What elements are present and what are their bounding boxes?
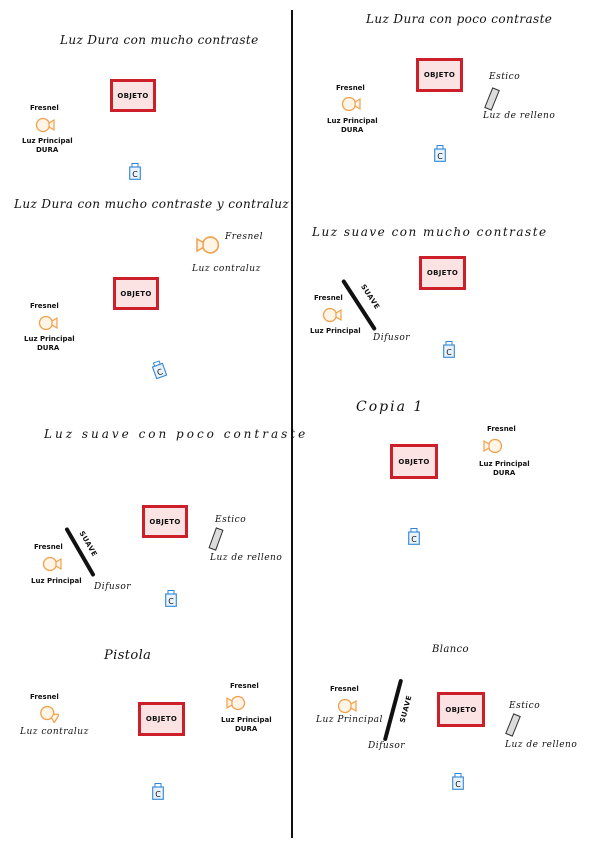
diffuser-panel: [382, 678, 404, 742]
light-name-label: Fresnel: [34, 543, 63, 551]
fresnel-backlight-icon: [196, 236, 220, 254]
object-box: OBJETO: [416, 58, 463, 92]
backlight-role-label: Luz contraluz: [20, 727, 89, 737]
camera-icon: C: [152, 783, 164, 800]
object-box: OBJETO: [142, 505, 188, 538]
light-role-label: Luz Principal: [479, 460, 530, 468]
diagram-title: Luz suave con mucho contraste: [312, 225, 548, 239]
light-name-label: Fresnel: [487, 425, 516, 433]
fresnel-backlight-icon: [39, 705, 59, 723]
fresnel-light-icon: [337, 698, 357, 714]
fill-name-label: Estico: [215, 515, 247, 525]
key-light-role-label: Luz Principal: [221, 716, 272, 724]
svg-text:C: C: [155, 790, 161, 799]
fresnel-light-icon: [322, 307, 342, 323]
diffuser-label: Difusor: [94, 582, 132, 592]
light-role-label: Luz Principal: [327, 117, 378, 125]
fill-role-label: Luz de relleno: [505, 740, 578, 750]
light-note-label: DURA: [36, 146, 59, 154]
diagram-title: Luz Dura con mucho contraste: [60, 33, 259, 47]
fresnel-light-icon: [35, 117, 55, 133]
key-light-note-label: DURA: [235, 725, 258, 733]
light-note-label: DURA: [37, 344, 60, 352]
diffuser-tag: SUAVE: [398, 694, 414, 724]
light-name-label: Fresnel: [330, 685, 359, 693]
object-box: OBJETO: [419, 256, 466, 290]
light-name-label: Fresnel: [314, 294, 343, 302]
light-role-label: Luz Principal: [316, 715, 383, 725]
object-box: OBJETO: [437, 692, 485, 727]
diagram-title: Luz suave con poco contraste: [44, 427, 309, 441]
svg-text:C: C: [132, 170, 138, 179]
fresnel-light-icon: [42, 556, 62, 572]
camera-icon: C: [443, 341, 455, 358]
backlight-name-label: Fresnel: [225, 232, 263, 242]
column-divider: [291, 10, 293, 838]
light-role-label: Luz Principal: [31, 577, 82, 585]
diffuser-label: Difusor: [368, 741, 406, 751]
light-note-label: DURA: [341, 126, 364, 134]
estico-reflector-icon: [505, 713, 521, 737]
estico-reflector-icon: [484, 87, 500, 111]
object-box: OBJETO: [110, 79, 156, 112]
svg-text:C: C: [156, 367, 165, 378]
svg-text:C: C: [168, 597, 174, 606]
key-light-name-label: Fresnel: [230, 682, 259, 690]
fresnel-key-light-icon: [226, 695, 246, 711]
object-box: OBJETO: [390, 444, 438, 479]
diagram-title: Luz Dura con mucho contraste y contraluz: [14, 197, 290, 211]
svg-text:C: C: [455, 780, 461, 789]
light-role-label: Luz Principal: [22, 137, 73, 145]
object-box: OBJETO: [138, 702, 185, 736]
light-role-label: Luz Principal: [310, 327, 361, 335]
diagram-title: Copia 1: [356, 399, 425, 415]
camera-icon: C: [165, 590, 177, 607]
light-note-label: DURA: [493, 469, 516, 477]
fill-name-label: Estico: [509, 701, 541, 711]
camera-icon: C: [452, 773, 464, 790]
light-name-label: Fresnel: [30, 104, 59, 112]
object-box: OBJETO: [113, 277, 159, 310]
fill-name-label: Estico: [489, 72, 521, 82]
diagram-title: Pistola: [104, 648, 152, 663]
camera-icon: C: [434, 145, 446, 162]
svg-text:C: C: [411, 535, 417, 544]
fresnel-light-icon: [38, 315, 58, 331]
diagram-title: Luz Dura con poco contraste: [366, 12, 553, 26]
fresnel-light-icon: [483, 438, 503, 454]
backlight-role-label: Luz contraluz: [192, 264, 261, 274]
estico-reflector-icon: [208, 527, 224, 551]
diagram-title: Blanco: [432, 644, 469, 655]
fill-role-label: Luz de relleno: [483, 111, 556, 121]
light-name-label: Fresnel: [30, 302, 59, 310]
svg-text:C: C: [446, 348, 452, 357]
diffuser-label: Difusor: [373, 333, 411, 343]
svg-text:C: C: [437, 152, 443, 161]
fill-role-label: Luz de relleno: [210, 553, 283, 563]
backlight-name-label: Fresnel: [30, 693, 59, 701]
camera-icon: C: [150, 359, 168, 380]
camera-icon: C: [408, 528, 420, 545]
light-name-label: Fresnel: [336, 84, 365, 92]
fresnel-light-icon: [341, 96, 361, 112]
camera-icon: C: [129, 163, 141, 180]
light-role-label: Luz Principal: [24, 335, 75, 343]
